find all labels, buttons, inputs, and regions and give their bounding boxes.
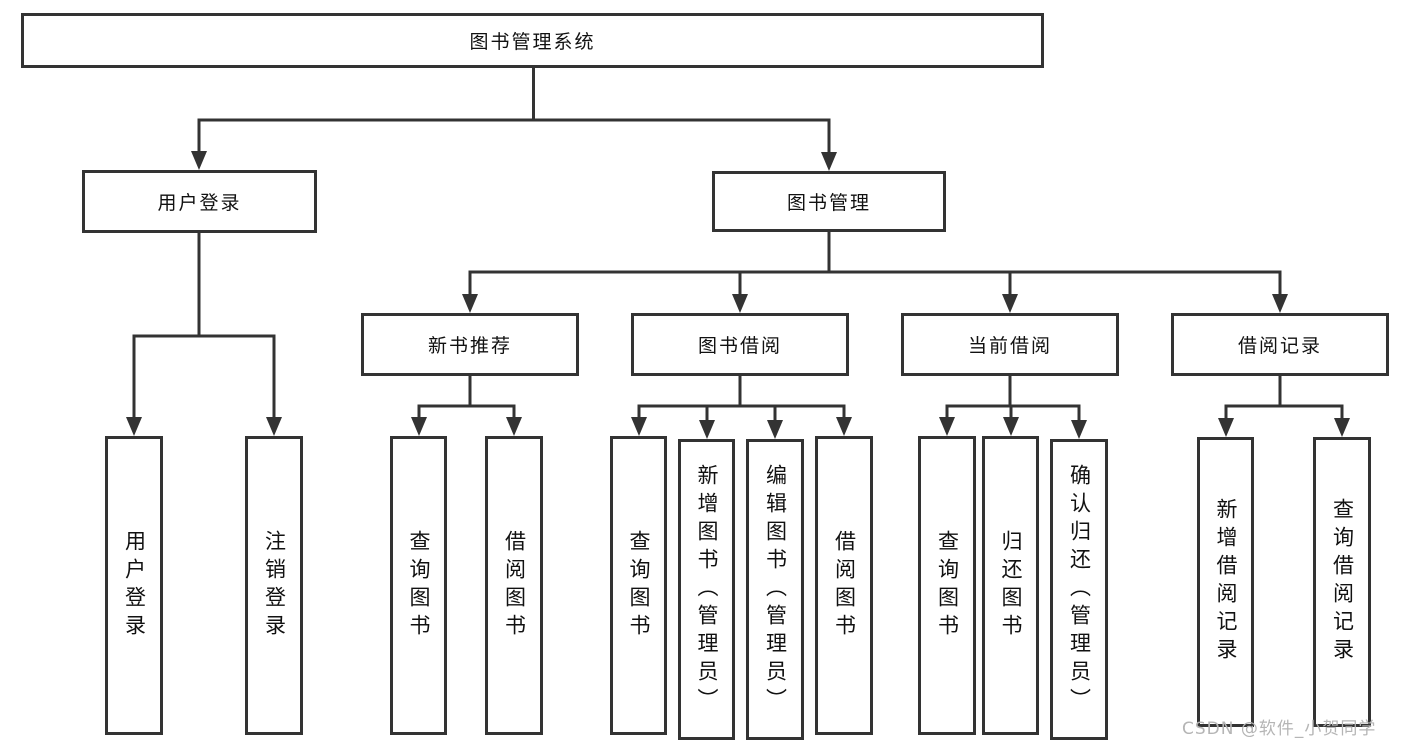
node-book-management: 图书管理 xyxy=(712,171,946,232)
node-edit-books-admin: 编辑图书（管理员） xyxy=(746,439,804,740)
watermark-text: CSDN @软件_小贺同学 xyxy=(1182,719,1377,739)
node-current-borrowing: 当前借阅 xyxy=(901,313,1119,376)
node-query-borrow-record: 查询借阅记录 xyxy=(1313,437,1371,727)
node-library-management-system: 图书管理系统 xyxy=(21,13,1044,68)
node-query-books-1: 查询图书 xyxy=(390,436,447,735)
node-book-borrowing: 图书借阅 xyxy=(631,313,849,376)
node-confirm-return-admin: 确认归还（管理员） xyxy=(1050,439,1108,740)
node-new-book-recommend: 新书推荐 xyxy=(361,313,579,376)
node-query-books-2: 查询图书 xyxy=(610,436,667,735)
node-user-login-leaf: 用户登录 xyxy=(105,436,163,735)
node-logout: 注销登录 xyxy=(245,436,303,735)
node-query-books-3: 查询图书 xyxy=(918,436,976,735)
node-add-books-admin: 新增图书（管理员） xyxy=(678,439,735,740)
node-borrow-books-2: 借阅图书 xyxy=(815,436,873,735)
node-return-books: 归还图书 xyxy=(982,436,1039,735)
node-borrowing-records: 借阅记录 xyxy=(1171,313,1389,376)
node-add-borrow-record: 新增借阅记录 xyxy=(1197,437,1254,727)
node-borrow-books-1: 借阅图书 xyxy=(485,436,543,735)
node-user-login: 用户登录 xyxy=(82,170,317,233)
